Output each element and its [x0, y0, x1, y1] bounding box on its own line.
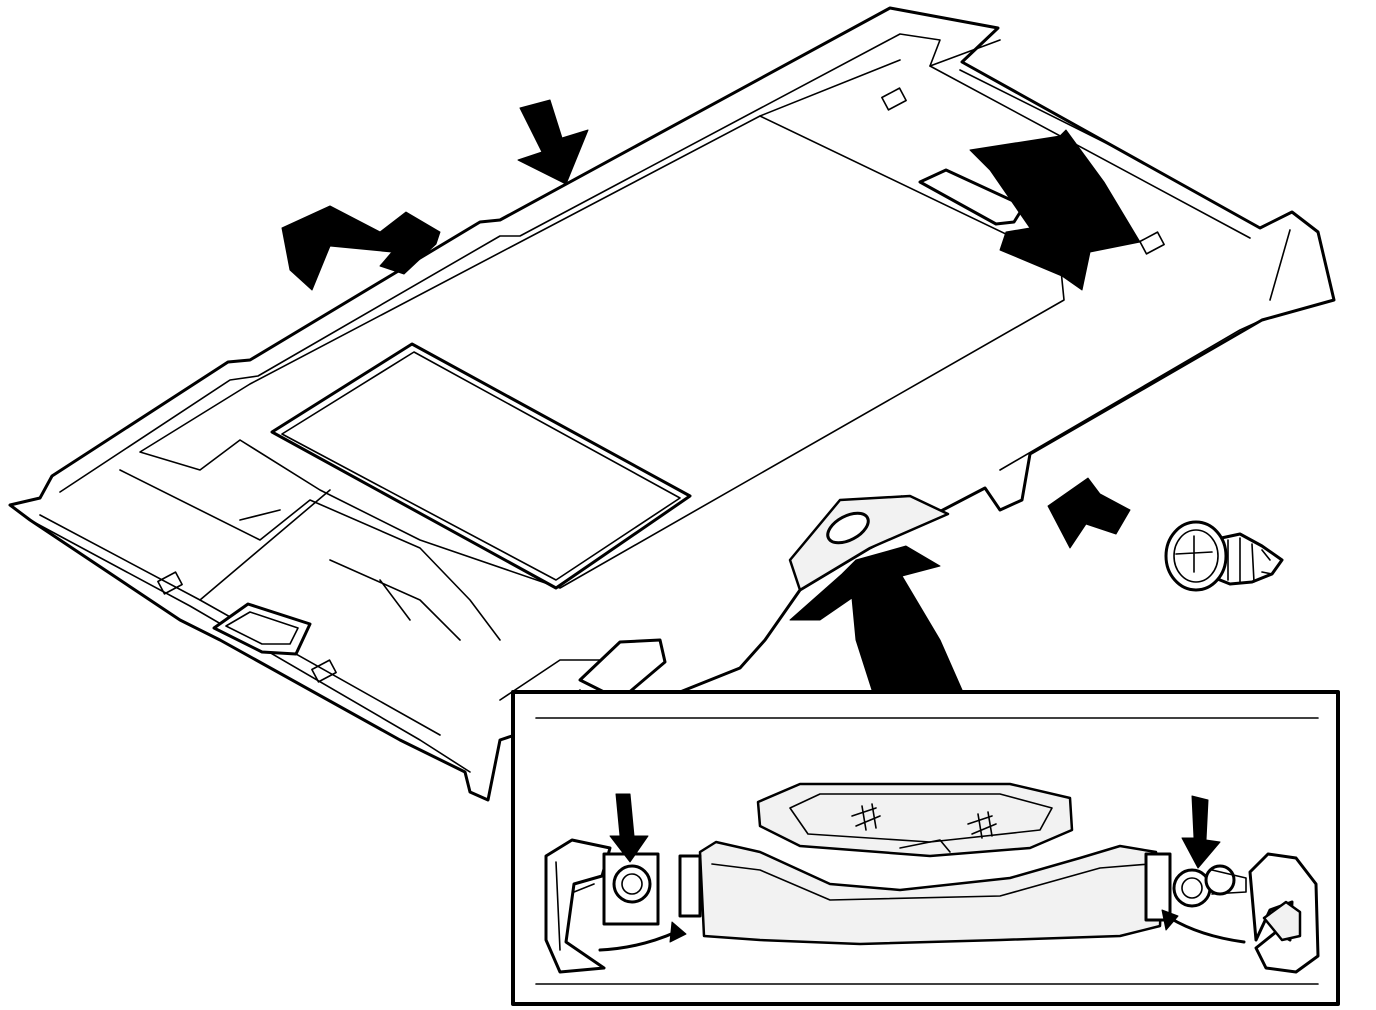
inset-grab-handle	[698, 840, 1164, 946]
rear-lamp-cutout	[212, 602, 312, 656]
left-screw-icon	[612, 864, 652, 904]
push-clip	[1164, 520, 1284, 592]
left-hinge	[678, 854, 702, 918]
right-rotate-arrow-head	[1161, 909, 1179, 931]
headliner-outline	[8, 6, 1336, 802]
inset-left-mount	[544, 793, 702, 974]
sunroof-opening	[270, 342, 692, 590]
arrow-pull-front-icon	[969, 129, 1141, 291]
right-screw-arrow-icon	[1181, 795, 1221, 869]
left-cover-cap	[544, 838, 612, 974]
headliner-inner-edge	[59, 33, 1251, 493]
left-screw-arrow-icon	[609, 793, 649, 863]
lamp-lens-right-icon	[967, 811, 997, 839]
push-clip-head	[1164, 520, 1228, 592]
arrow-curved-inset-icon	[789, 545, 963, 691]
lamp-lens-left-icon	[851, 803, 881, 831]
arrow-push-left-icon	[281, 205, 441, 291]
arrow-clip-right-icon	[1047, 477, 1131, 549]
headliner-fold-lines	[119, 39, 1121, 641]
removal-arrows	[281, 99, 1141, 691]
right-hinge	[1144, 852, 1172, 922]
arrow-down-icon	[517, 99, 589, 185]
headliner-centre-panel	[139, 115, 1065, 589]
right-screw-head	[1204, 864, 1236, 896]
right-screw-icon	[1172, 868, 1212, 908]
front-lamp-cutout	[918, 168, 1026, 226]
interior-lamp	[788, 494, 950, 592]
inset-right-mount	[1144, 795, 1320, 974]
interior-lamp-lens	[826, 511, 870, 545]
left-rotate-arrow	[598, 930, 678, 952]
headliner-rim-line	[999, 229, 1291, 471]
inset-console-lamp	[756, 782, 1074, 858]
right-cover-cap	[1248, 852, 1320, 974]
headliner-panel	[8, 6, 1336, 802]
right-rotate-arrow	[1168, 916, 1246, 944]
inset-detail	[511, 690, 1340, 1006]
sunroof-inner-edge	[281, 351, 681, 581]
left-rotate-arrow-head	[669, 921, 687, 943]
